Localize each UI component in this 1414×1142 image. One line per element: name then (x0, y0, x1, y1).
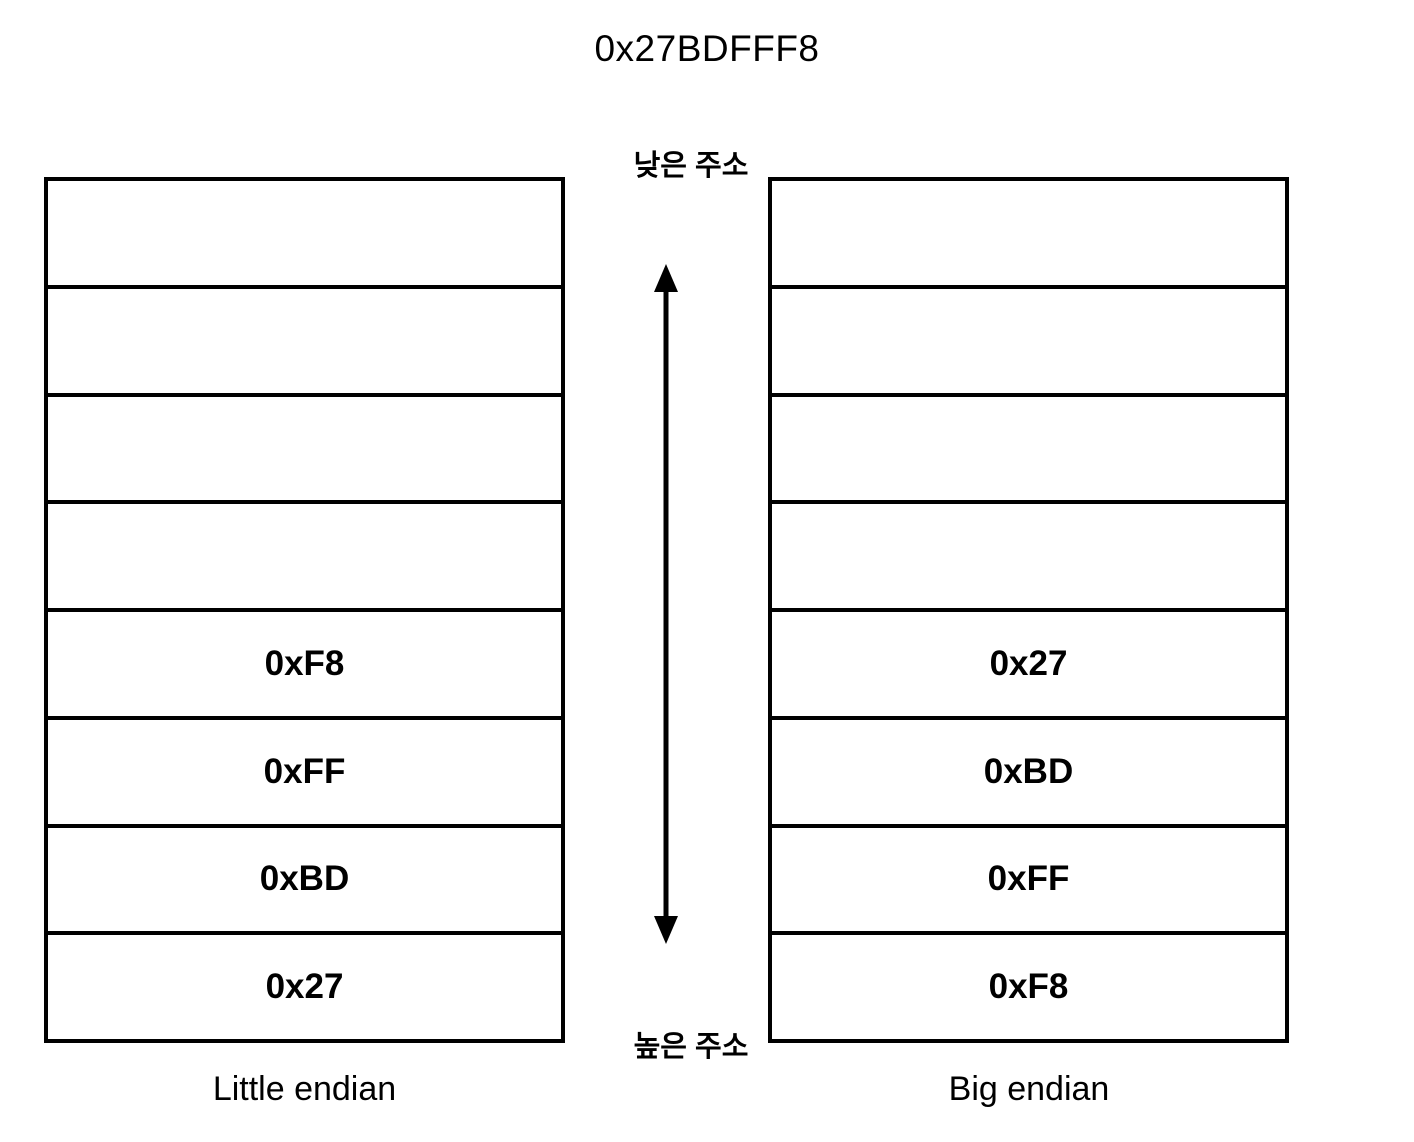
memory-cell (772, 397, 1285, 505)
memory-cell: 0xFF (48, 720, 561, 828)
high-address-label: 높은 주소 (633, 1031, 749, 1063)
memory-cell: 0xF8 (48, 612, 561, 720)
memory-cell: 0x27 (48, 935, 561, 1039)
memory-cell: 0xFF (772, 828, 1285, 936)
memory-cell (48, 289, 561, 397)
vertical-double-arrow-icon (654, 264, 678, 944)
memory-cell (772, 181, 1285, 289)
address-direction-arrow (646, 264, 686, 944)
memory-cell: 0x27 (772, 612, 1285, 720)
memory-cell: 0xF8 (772, 935, 1285, 1039)
memory-cell (48, 504, 561, 612)
little-endian-caption: Little endian (212, 1070, 397, 1108)
memory-cell (772, 289, 1285, 397)
big-endian-caption: Big endian (948, 1070, 1110, 1108)
memory-cell: 0xBD (772, 720, 1285, 828)
cell-value: 0xF8 (264, 643, 345, 683)
cell-value: 0x27 (265, 967, 344, 1007)
cell-value: 0xBD (983, 751, 1074, 791)
memory-cell (48, 397, 561, 505)
low-address-label: 낮은 주소 (633, 150, 749, 182)
cell-value: 0xF8 (988, 967, 1069, 1007)
memory-cell (48, 181, 561, 289)
memory-cell: 0xBD (48, 828, 561, 936)
cell-value: 0xBD (259, 859, 350, 899)
little-endian-column: 0xF8 0xFF 0xBD 0x27 (44, 177, 565, 1043)
page-title: 0x27BDFFF8 (594, 28, 820, 69)
cell-value: 0x27 (989, 643, 1068, 683)
cell-value: 0xFF (263, 751, 346, 791)
memory-cell (772, 504, 1285, 612)
big-endian-column: 0x27 0xBD 0xFF 0xF8 (768, 177, 1289, 1043)
cell-value: 0xFF (987, 859, 1070, 899)
